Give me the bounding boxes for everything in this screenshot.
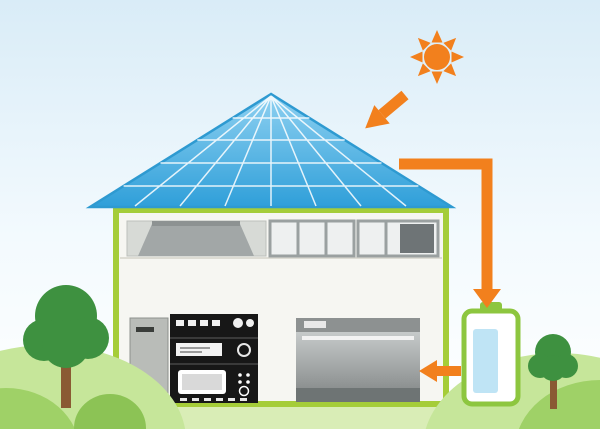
window-right-dark-pane — [400, 224, 434, 253]
window-left-mullions — [296, 221, 328, 256]
dishwasher-base — [296, 388, 420, 402]
stack-top-buttons — [176, 318, 254, 328]
refrigerator-handle — [136, 327, 154, 332]
arrow-sun-to-roof — [365, 90, 409, 129]
appliance-stack — [170, 314, 258, 403]
bush-behind-tree — [74, 394, 146, 429]
tree-left-trunk — [61, 352, 71, 408]
microwave-control-dots — [238, 373, 250, 384]
vent-hood — [138, 224, 254, 256]
kitchen-appliances — [129, 314, 420, 403]
bush-right-corner — [518, 380, 600, 429]
battery-cell — [473, 329, 498, 393]
bush-left-corner — [0, 388, 76, 429]
microwave-knob — [238, 385, 250, 397]
dishwasher-control-panel — [304, 321, 326, 328]
tree-right-trunk — [550, 375, 557, 409]
vent-hood-top — [152, 221, 240, 226]
stack-knob — [237, 343, 251, 357]
window-left — [268, 219, 356, 258]
tree-left — [23, 285, 109, 408]
sun-rays — [410, 30, 464, 84]
battery-icon — [461, 302, 521, 407]
house — [113, 207, 449, 407]
tree-left-canopy — [23, 285, 109, 368]
solar-panel-grid — [123, 95, 419, 207]
arrow-battery-to-appliances — [419, 360, 461, 382]
sun-core — [424, 44, 450, 70]
tree-right-canopy — [528, 334, 578, 381]
dishwasher-handle — [302, 336, 414, 340]
upstairs-window-band — [126, 219, 440, 258]
dishwasher-front — [296, 332, 420, 388]
stack-vent — [180, 398, 247, 401]
arrow-roof-to-battery — [399, 158, 501, 308]
microwave — [178, 370, 250, 397]
tree-right — [528, 334, 578, 409]
stack-display-row — [176, 343, 251, 357]
stack-display — [176, 343, 222, 356]
arrow-roof-to-battery-line — [399, 158, 493, 291]
dishwasher-control-strip — [296, 318, 420, 332]
arrow-roof-to-battery-head — [473, 289, 501, 308]
solar-roof — [85, 92, 457, 209]
dishwasher — [296, 318, 420, 402]
sun-icon — [410, 30, 464, 84]
